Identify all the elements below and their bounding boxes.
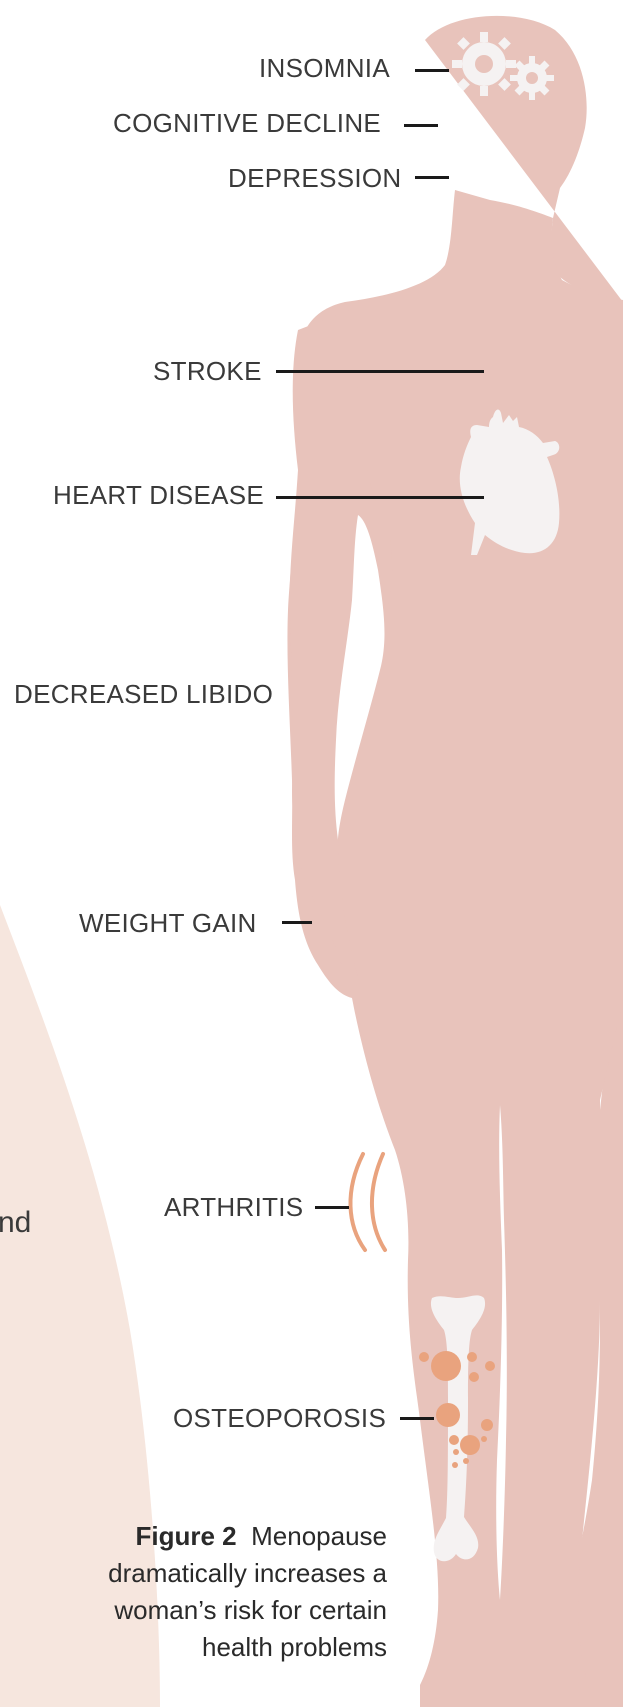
leader-depression [415,176,449,179]
heart-icon [455,405,567,560]
label-depression: DEPRESSION [228,163,402,193]
leader-insomnia [415,69,449,72]
label-osteoporosis: OSTEOPOROSIS [173,1403,386,1433]
osteoporosis-dots-icon [410,1345,500,1475]
label-weight-gain: WEIGHT GAIN [79,908,257,938]
arthritis-arcs-icon [345,1150,395,1255]
leader-arthritis [315,1206,349,1209]
leader-stroke [276,370,484,373]
label-stroke: STROKE [153,356,262,386]
leader-heart-disease [276,496,484,499]
label-heart-disease: HEART DISEASE [53,480,264,510]
gears-icon [450,30,560,110]
label-arthritis: ARTHRITIS [164,1192,303,1222]
figure-caption: Figure 2 Menopause dramatically increase… [67,1518,387,1666]
label-cognitive-decline: COGNITIVE DECLINE [113,108,381,138]
leader-osteoporosis [400,1417,434,1420]
label-decreased-libido: DECREASED LIBIDO [14,679,273,709]
leader-cognitive-decline [404,124,438,127]
label-insomnia: INSOMNIA [259,53,390,83]
figure-label: Figure 2 [136,1521,237,1551]
leader-weight-gain [282,921,312,924]
